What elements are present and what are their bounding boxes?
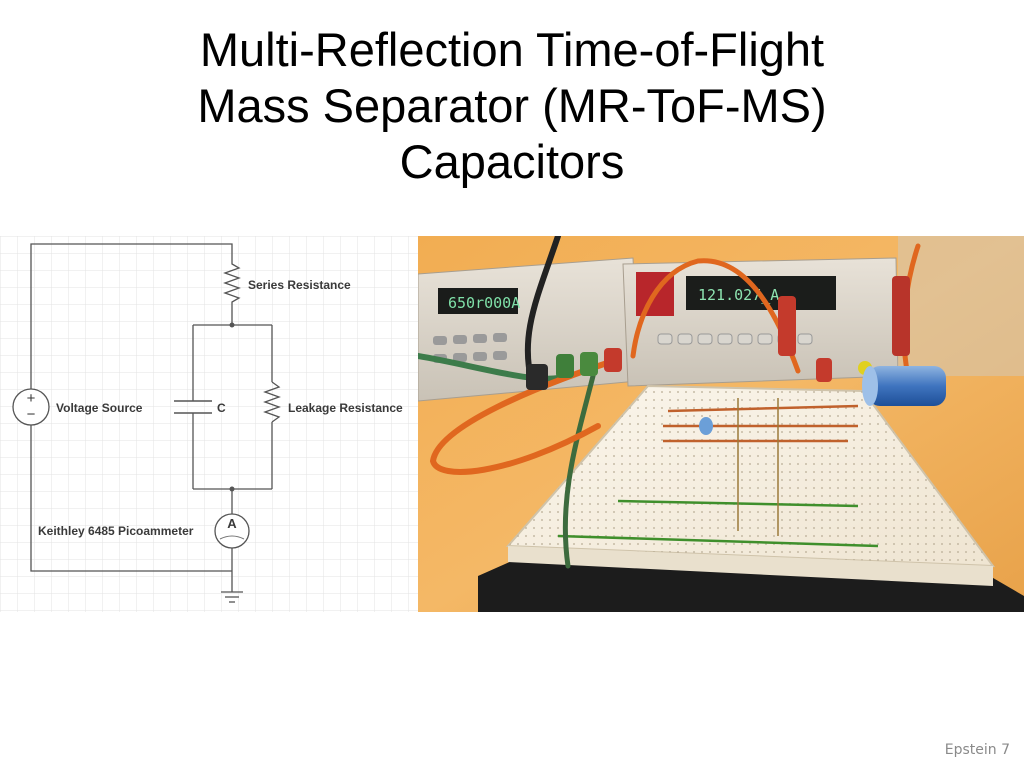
capacitor-label: C	[217, 401, 226, 415]
leakage-resistor	[263, 381, 281, 423]
voltage-source-icon: + −	[12, 388, 50, 426]
ammeter-icon: A	[214, 513, 250, 549]
picoammeter-label: Keithley 6485 Picoammeter	[38, 524, 194, 538]
ammeter-symbol: A	[227, 516, 237, 531]
title-line-1: Multi-Reflection Time-of-Flight	[199, 23, 825, 76]
series-resistor	[223, 260, 241, 325]
node-dot-bottom	[229, 486, 235, 492]
grid-background	[0, 236, 418, 612]
slide-footer: Epstein 7	[944, 742, 1010, 758]
title-line-3: Capacitors	[399, 135, 625, 188]
breadboard	[505, 384, 996, 586]
circuit-wires	[30, 243, 281, 603]
slide-title: Multi-Reflection Time-of-Flight Mass Sep…	[0, 22, 1024, 190]
leakage-resistance-label: Leakage Resistance	[288, 401, 403, 415]
node-dot-top	[229, 322, 235, 328]
series-resistance-label: Series Resistance	[248, 278, 351, 292]
picoammeter-instrument: 121.027_A	[622, 257, 899, 387]
banana-connectors	[526, 276, 910, 390]
minus-sign: −	[27, 406, 36, 423]
voltage-source-label: Voltage Source	[56, 401, 143, 415]
led-component	[699, 417, 713, 435]
jumper-wires	[557, 398, 879, 548]
instrument-buttons-right	[657, 333, 813, 345]
display-left: 650r000A	[448, 294, 520, 312]
plus-sign: +	[27, 390, 36, 407]
circuit-diagram: + − A Series Resistance Voltage Source C…	[0, 236, 418, 612]
background-equipment	[898, 236, 1024, 376]
capacitor-component	[862, 366, 946, 406]
breadboard-photo: 650r000A 121.027_A	[418, 236, 1024, 612]
title-line-2: Mass Separator (MR-ToF-MS)	[197, 79, 827, 132]
